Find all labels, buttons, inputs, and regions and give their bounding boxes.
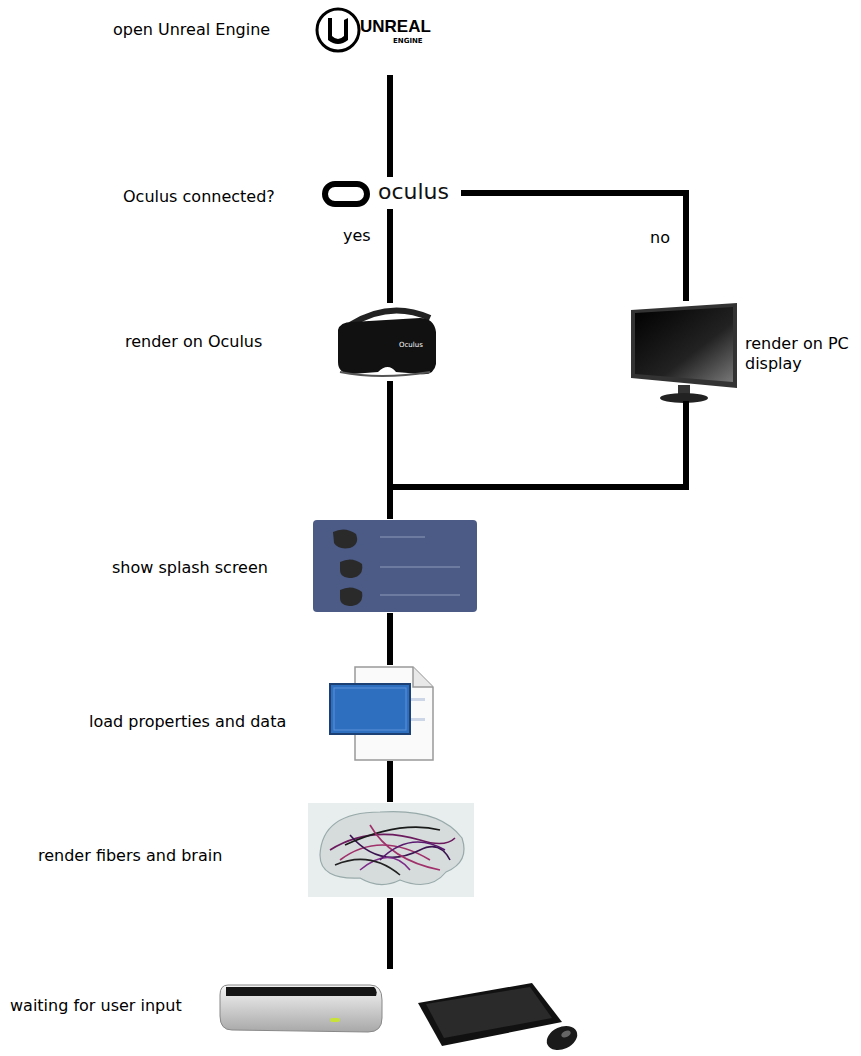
monitor-icon [631,303,737,403]
headset-icon [338,310,436,376]
splash-screen-icon [313,520,477,612]
step-node: render on PC display [626,298,742,404]
step-node: open Unreal Engine [312,4,458,78]
step-label: render on Oculus [125,332,262,352]
logo-text: Oculus [399,342,423,350]
flow-connector [387,212,393,300]
step-label: render on PC display [745,334,857,374]
flow-connector [387,78,393,174]
logo-text: oculus [378,180,449,204]
step-label: render fibers and brain [38,846,222,866]
logo-text: UNREAL [360,18,431,37]
flow-connector [464,193,686,298]
step-node: show splash screen [311,516,479,616]
document-icon [330,667,433,760]
step-node: waiting for user input [216,966,582,1052]
step-node: render fibers and brain [306,799,476,901]
flow-connector [390,404,686,516]
brain-fibers-icon [308,803,474,897]
flow-connector [387,901,393,966]
step-label: open Unreal Engine [113,20,270,40]
step-node: render on Oculus [332,300,442,384]
flow-connector [387,616,393,662]
step-label: waiting for user input [10,996,182,1016]
step-label: Oculus connected? [123,187,275,207]
step-label: load properties and data [89,712,286,732]
oculus-logo [325,184,367,204]
step-label: show splash screen [112,558,268,578]
flow-connector [387,764,393,799]
step-node: load properties and data [326,662,436,764]
edge-label: yes [341,226,373,246]
edge-label: no [648,228,672,248]
unreal-logo [317,9,359,51]
logo-text: ENGINE [393,38,423,46]
input-devices-icon [220,983,581,1055]
